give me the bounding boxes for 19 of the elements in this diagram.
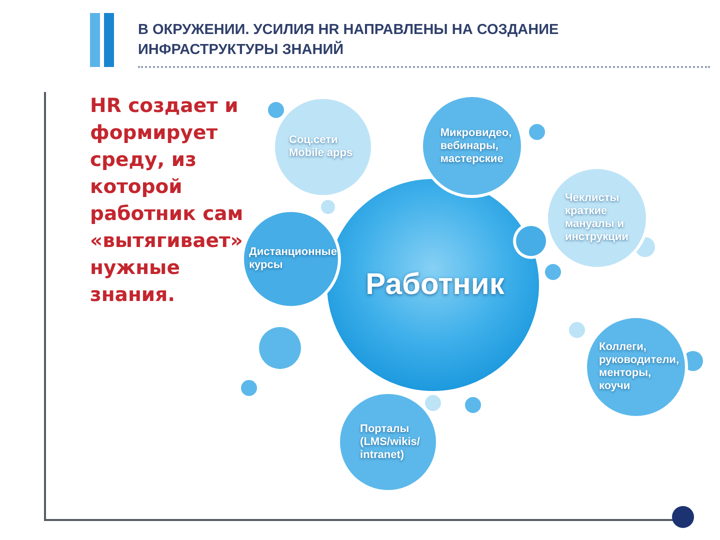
center-label: Работник [366,268,504,302]
bubble-label: Соц.сети Mobile apps [289,134,354,160]
bubble-label: Микровидео, вебинары, мастерские [440,126,512,166]
small-bubble [321,200,335,214]
small-bubble [516,226,546,256]
small-bubble [529,124,545,140]
bubble-label: Порталы (LMS/wikis/ intranet) [360,422,420,462]
bubble-label: Дистанционные курсы [249,246,337,272]
small-bubble [425,395,441,411]
bubble-label: Коллеги, руководители, менторы, коучи [598,341,679,393]
small-bubble [569,322,585,338]
intro-text: HR создает и формирует среду, из которой работник сам «вытягивает» нужные знания. [90,93,244,308]
small-bubble [545,264,561,280]
small-bubble [465,397,481,413]
small-bubble [259,327,301,369]
small-bubble [268,102,284,118]
slide-title: В ОКРУЖЕНИИ. УСИЛИЯ HR НАПРАВЛЕНЫ НА СОЗДАНИЕ ИНФРАСТРУКТУРЫ ЗНАНИЙ [138,21,560,60]
small-bubble [241,380,257,396]
bubble-label: Чеклисты краткие мануалы и инструкции [565,192,630,244]
